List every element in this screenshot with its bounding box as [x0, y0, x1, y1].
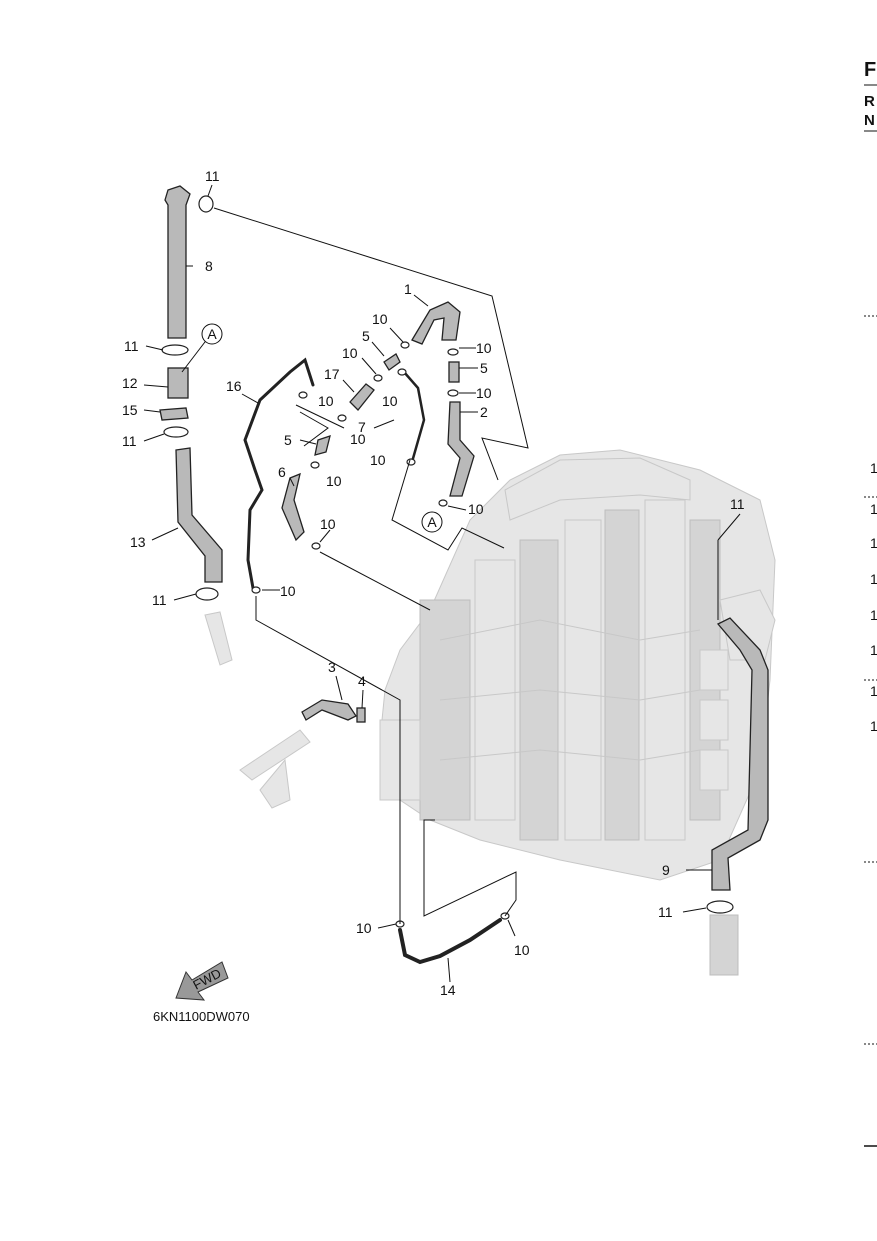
callout-17: 17 [324, 366, 340, 382]
callout-labels: 11 8 11 12 15 11 13 11 16 1 10 5 10 17 1… [122, 168, 745, 998]
figure-code: 6KN1100DW070 [153, 1009, 250, 1024]
connector-part-12 [167, 367, 189, 399]
clamp-ring [706, 900, 734, 914]
clamp-ring [163, 426, 189, 438]
callout-10: 10 [326, 473, 342, 489]
callout-4: 4 [358, 673, 366, 689]
fitting-part-5 [383, 353, 401, 371]
hose-part-14 [398, 918, 502, 965]
callout-11: 11 [152, 592, 167, 608]
callout-10: 10 [320, 516, 336, 532]
leader-lines [143, 184, 741, 983]
callout-10: 10 [356, 920, 372, 936]
hose-part-16 [243, 357, 315, 590]
hose-part-3 [301, 699, 357, 721]
engine-block-illustration [204, 449, 776, 976]
hose-part-2 [447, 401, 475, 497]
hose-part-8 [164, 185, 191, 339]
svg-text:1: 1 [870, 683, 877, 699]
svg-text:FWD: FWD [190, 966, 223, 993]
callout-10: 10 [370, 452, 386, 468]
callout-11: 11 [730, 496, 745, 512]
clip-part-4 [356, 707, 366, 723]
callout-10: 10 [342, 345, 358, 361]
svg-text:1: 1 [870, 460, 877, 476]
callout-10: 10 [468, 501, 484, 517]
callout-1: 1 [404, 281, 412, 297]
callout-15: 15 [122, 402, 138, 418]
clamp-ring [198, 195, 214, 213]
hose-part-17 [349, 383, 375, 411]
callout-10: 10 [514, 942, 530, 958]
forward-arrow-icon: FWD [175, 961, 229, 1001]
callout-10: 10 [476, 340, 492, 356]
assembly-lines [181, 207, 719, 924]
callout-11: 11 [205, 168, 220, 184]
callout-12: 12 [122, 375, 138, 391]
callout-6: 6 [278, 464, 286, 480]
svg-text:A: A [427, 514, 437, 530]
callout-11: 11 [658, 904, 673, 920]
hose-part-1 [411, 301, 461, 345]
callout-8: 8 [205, 258, 213, 274]
callout-10: 10 [280, 583, 296, 599]
right-edge-fragment: F R N 1 1 1 1 1 1 1 1 [864, 59, 877, 1147]
reference-marker-a: A [201, 323, 223, 345]
callout-11: 11 [124, 338, 139, 354]
svg-text:1: 1 [870, 535, 877, 551]
clamp-ring [195, 587, 219, 601]
edge-subhead: R [864, 93, 875, 110]
svg-text:1: 1 [870, 607, 877, 623]
callout-11: 11 [122, 433, 137, 449]
hose-part-9 [711, 617, 769, 891]
fitting-part-5 [448, 361, 460, 383]
fitting-part-5 [314, 435, 331, 456]
callout-10: 10 [476, 385, 492, 401]
callout-10: 10 [372, 311, 388, 327]
callout-14: 14 [440, 982, 456, 998]
callout-10: 10 [350, 431, 366, 447]
hose-part-7 [402, 370, 426, 464]
hose-part-6 [281, 472, 305, 542]
svg-text:A: A [207, 326, 217, 342]
callout-5: 5 [362, 328, 370, 344]
svg-text:1: 1 [870, 642, 877, 658]
svg-text:1: 1 [870, 718, 877, 734]
svg-text:1: 1 [870, 501, 877, 517]
callout-10: 10 [318, 393, 334, 409]
callout-13: 13 [130, 534, 146, 550]
hose-part-13 [175, 447, 223, 583]
callout-10: 10 [382, 393, 398, 409]
edge-heading: F [864, 59, 876, 81]
clamp-ring [161, 344, 189, 356]
small-clamps [251, 341, 510, 928]
svg-text:1: 1 [870, 571, 877, 587]
callout-9: 9 [662, 862, 670, 878]
callout-7: 7 [358, 419, 366, 435]
reference-marker-a: A [421, 511, 443, 533]
callout-5: 5 [480, 360, 488, 376]
callout-3: 3 [328, 659, 336, 675]
callout-5: 5 [284, 432, 292, 448]
callout-16: 16 [226, 378, 242, 394]
edge-subhead: N [864, 112, 875, 129]
clip-part-15 [159, 407, 189, 421]
parts [159, 185, 769, 965]
callout-2: 2 [480, 404, 488, 420]
